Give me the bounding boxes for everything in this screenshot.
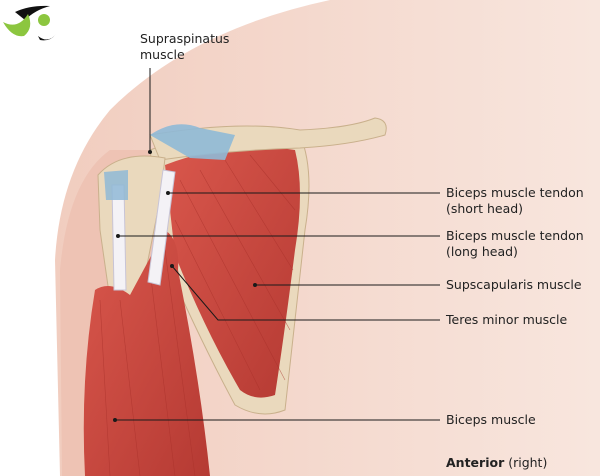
label-subscapularis: Supscapularis muscle [446, 277, 582, 292]
label-text: Biceps muscle tendon [446, 228, 584, 243]
label-biceps-tendon-short: Biceps muscle tendon (short head) [446, 185, 584, 217]
label-text: (long head) [446, 244, 518, 259]
muscle-fibres [174, 154, 296, 391]
view-caption: Anterior (right) [446, 455, 547, 471]
label-text: muscle [140, 47, 185, 62]
view-side: (right) [504, 455, 548, 470]
tendon-cap [104, 170, 128, 200]
label-biceps-tendon-long: Biceps muscle tendon (long head) [446, 228, 584, 260]
biceps-muscle [83, 230, 210, 476]
logo [3, 5, 56, 41]
leader-dots [113, 150, 257, 422]
leader-lines [115, 68, 440, 421]
biceps-fibres [99, 249, 196, 476]
label-text: Supraspinatus [140, 31, 230, 46]
acromion-cartilage [150, 124, 235, 160]
subscapularis-muscle [165, 147, 300, 398]
label-biceps-muscle: Biceps muscle [446, 412, 536, 427]
label-teres-minor: Teres minor muscle [446, 312, 568, 327]
view-direction: Anterior [446, 455, 505, 470]
tendon-short-head [147, 169, 176, 286]
label-text: Biceps muscle tendon [446, 185, 584, 200]
label-supraspinatus: Supraspinatus muscle [140, 31, 229, 63]
label-text: (short head) [446, 201, 524, 216]
